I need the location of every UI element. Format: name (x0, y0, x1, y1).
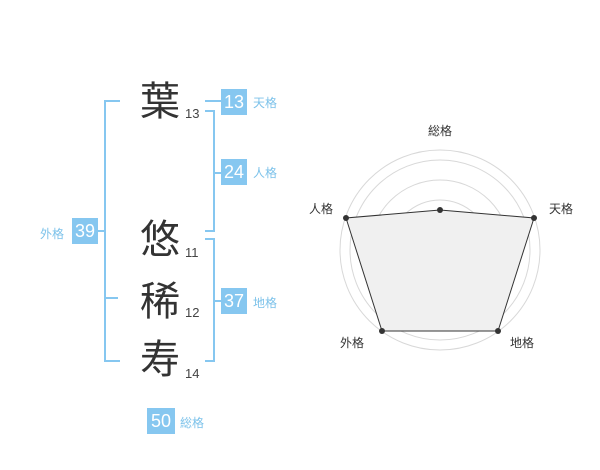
chikaku-value: 37 (221, 288, 247, 314)
radar-label-jinkaku: 人格 (309, 202, 334, 216)
tenkaku-connector (213, 100, 221, 102)
name-char-3: 稀 (140, 279, 180, 325)
jinkaku-bracket (205, 110, 215, 232)
soukaku-value: 50 (147, 408, 175, 434)
stroke-count-2: 11 (185, 245, 199, 260)
gaikaku-label: 外格 (40, 227, 65, 241)
stroke-count-1: 13 (185, 106, 200, 121)
chikaku-connector (213, 300, 221, 302)
radar-label-chikaku: 地格 (510, 336, 535, 350)
radar-area (345, 209, 535, 332)
radar-ring (339, 149, 541, 351)
tenkaku-label: 天格 (253, 96, 278, 110)
radar-point-jinkaku (343, 215, 349, 221)
radar-point-tenkaku (531, 215, 537, 221)
gaikaku-connector (98, 230, 104, 232)
radar-point-gaikaku (379, 328, 385, 334)
jinkaku-connector (213, 172, 221, 174)
name-char-4: 寿 (140, 337, 180, 383)
jinkaku-label: 人格 (253, 166, 278, 180)
radar-label-gaikaku: 外格 (340, 336, 365, 350)
radar-label-soukaku: 総格 (428, 124, 453, 138)
radar-chart (339, 149, 541, 351)
name-char-1: 葉 (140, 79, 180, 125)
soukaku-label: 総格 (180, 416, 205, 430)
radar-ring (349, 159, 531, 341)
radar-point-chikaku (495, 328, 501, 334)
tenkaku-value: 13 (221, 89, 247, 115)
radar-point-soukaku (437, 207, 443, 213)
chikaku-label: 地格 (253, 296, 278, 310)
radar-points (343, 207, 537, 334)
tenkaku-bracket (205, 100, 213, 102)
stroke-count-4: 14 (185, 366, 200, 381)
radar-label-tenkaku: 天格 (549, 202, 574, 216)
name-char-2: 悠 (140, 217, 180, 263)
gaikaku-divider (104, 297, 118, 299)
jinkaku-value: 24 (221, 159, 247, 185)
stroke-count-3: 12 (185, 305, 200, 320)
gaikaku-bracket (104, 100, 120, 362)
gaikaku-value: 39 (72, 218, 98, 244)
